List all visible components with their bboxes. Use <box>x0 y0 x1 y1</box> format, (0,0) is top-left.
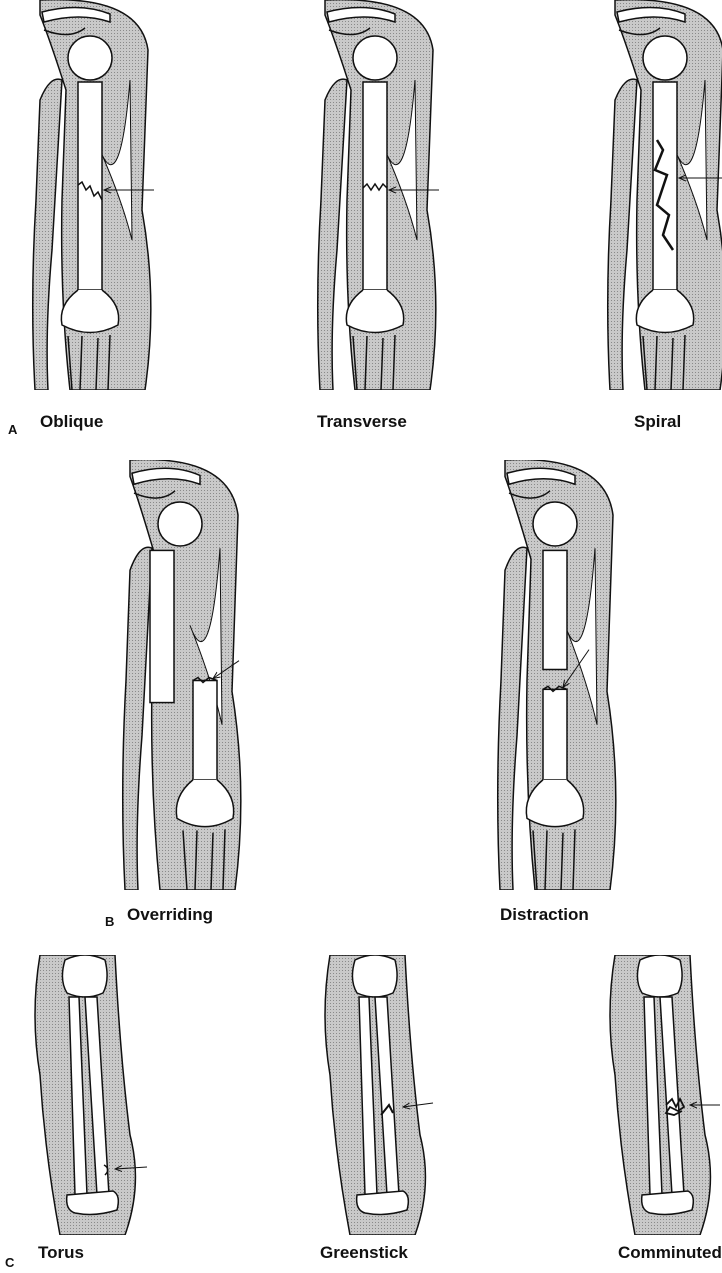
torso-tissue <box>31 78 63 390</box>
forearm-bones <box>352 334 396 390</box>
scapula-edge <box>618 27 661 36</box>
torso-tissue <box>496 546 528 890</box>
fracture-line <box>77 180 103 201</box>
fracture-line <box>103 1164 109 1176</box>
overriding-fracture-illustration <box>121 460 242 890</box>
inner-arm-contour <box>674 79 708 241</box>
humerus-distal-fragment <box>192 679 218 781</box>
humerus-proximal-fragment <box>149 549 175 704</box>
arrow-indicator <box>213 660 240 679</box>
scapula-edge <box>43 27 86 36</box>
humerus-condyles <box>635 289 695 334</box>
forearm-bones <box>67 334 111 390</box>
comminuted-fracture-illustration <box>609 955 720 1235</box>
section-letter-b: B <box>105 914 115 929</box>
section-letter-a: A <box>8 422 18 437</box>
distraction-fracture-illustration <box>496 460 617 890</box>
spiral-fracture-illustration <box>606 0 722 390</box>
humerus-shaft <box>652 81 678 291</box>
clavicle-bone <box>616 6 686 24</box>
humerus-condyles <box>60 289 120 334</box>
arrow-indicator <box>403 1102 434 1107</box>
forearm-tissue <box>324 955 427 1235</box>
fracture-line <box>192 676 218 684</box>
forearm-tissue <box>34 955 137 1235</box>
section-letter-c: C <box>5 1255 15 1270</box>
forearm-bones <box>182 829 226 890</box>
torso-tissue <box>606 78 638 390</box>
wrist-bones <box>640 1190 695 1216</box>
humeral-head <box>642 35 688 81</box>
label-greenstick: Greenstick <box>320 1243 408 1262</box>
wrist-bones <box>65 1190 120 1216</box>
fracture-line <box>653 139 675 251</box>
label-overriding: Overriding <box>127 905 213 924</box>
arrow-indicator <box>563 649 590 688</box>
label-distraction: Distraction <box>500 905 589 924</box>
label-spiral: Spiral <box>634 412 682 431</box>
torus-fracture-illustration <box>34 955 148 1235</box>
clavicle-bone <box>326 6 396 24</box>
clavicle-bone <box>131 467 201 486</box>
humerus-shaft <box>362 81 388 291</box>
humeral-head <box>67 35 113 81</box>
humeral-head <box>352 35 398 81</box>
distal-humerus <box>636 955 683 998</box>
clavicle-bone <box>506 467 576 486</box>
forearm-bones <box>642 334 686 390</box>
forearm-tissue <box>609 955 712 1235</box>
humerus-condyles <box>175 779 235 828</box>
oblique-fracture-illustration <box>31 0 154 390</box>
fracture-line <box>542 685 568 693</box>
wrist-bones <box>355 1190 410 1216</box>
fracture-line <box>362 182 388 192</box>
label-torus: Torus <box>38 1243 84 1262</box>
label-oblique: Oblique <box>40 412 104 431</box>
arrow-indicator <box>115 1167 148 1169</box>
humerus-proximal-fragment <box>542 549 568 671</box>
torso-tissue <box>121 546 153 890</box>
humerus-condyles <box>345 289 405 334</box>
distal-humerus <box>61 955 108 998</box>
scapula-edge <box>133 490 176 499</box>
forearm-bones <box>532 829 576 890</box>
distal-humerus <box>351 955 398 998</box>
arm-tissue <box>504 460 617 890</box>
transverse-fracture-illustration <box>316 0 439 390</box>
humerus-distal-fragment <box>542 688 568 781</box>
scapula-edge <box>508 490 551 499</box>
humeral-head <box>532 501 578 547</box>
label-comminuted: Comminuted <box>618 1243 722 1262</box>
torso-tissue <box>316 78 348 390</box>
fracture-line <box>664 1096 686 1116</box>
fracture-line <box>380 1103 394 1116</box>
inner-arm-contour <box>384 79 418 241</box>
inner-arm-contour <box>564 548 598 725</box>
label-transverse: Transverse <box>317 412 407 431</box>
clavicle-bone <box>41 6 111 24</box>
humerus-condyles <box>525 779 585 828</box>
inner-arm-contour <box>99 79 133 241</box>
humeral-head <box>157 501 203 547</box>
greenstick-fracture-illustration <box>324 955 434 1235</box>
scapula-edge <box>328 27 371 36</box>
